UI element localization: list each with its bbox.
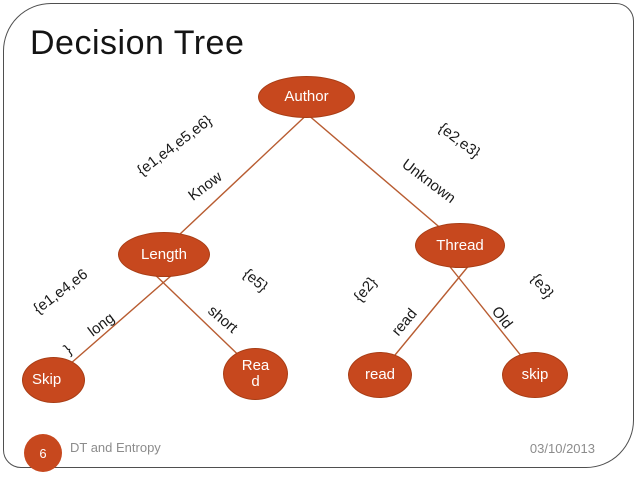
node-thread-label: Thread	[436, 236, 484, 254]
node-author-label: Author	[284, 88, 329, 106]
edge-label-unknown-set: {e2,e3}	[435, 119, 484, 162]
edge-thread-read	[380, 257, 476, 373]
edge-author-length	[162, 107, 315, 251]
node-skip-left: Skip	[22, 357, 85, 403]
node-length: Length	[118, 232, 210, 277]
slide-title: Decision Tree	[30, 24, 245, 62]
node-read-left-label-line1: Rea	[241, 357, 270, 375]
edge-length-skip	[53, 267, 181, 379]
node-skip-left-label: Skip	[32, 371, 62, 389]
edge-label-long-value: } long	[61, 309, 118, 359]
node-author: Author	[258, 76, 355, 118]
node-length-label: Length	[141, 245, 187, 263]
slide-footer-date: 03/10/2013	[529, 441, 595, 456]
node-skip-right: skip	[502, 352, 568, 398]
slide-footer-text: DT and Entropy	[70, 440, 161, 455]
slide-page-number: 6	[39, 445, 47, 461]
edge-label-know-set: {e1,e4,e5,e6}	[133, 111, 216, 179]
edge-label-long-set: {e1,e4,e6	[29, 265, 91, 318]
node-read-left: Rea d	[223, 348, 288, 400]
edge-author-thread	[299, 107, 459, 244]
node-read-right-label: read	[364, 366, 396, 384]
node-skip-right-label: skip	[521, 366, 549, 384]
node-thread: Thread	[415, 223, 505, 268]
slide-page-number-badge: 6	[24, 434, 62, 472]
edge-thread-skip	[442, 257, 535, 373]
node-read-left-label-line2: d	[251, 373, 260, 390]
node-read-right: read	[348, 352, 412, 398]
edge-label-know-value: Know	[185, 168, 226, 205]
edge-label-unknown-value: Unknown	[398, 155, 459, 208]
